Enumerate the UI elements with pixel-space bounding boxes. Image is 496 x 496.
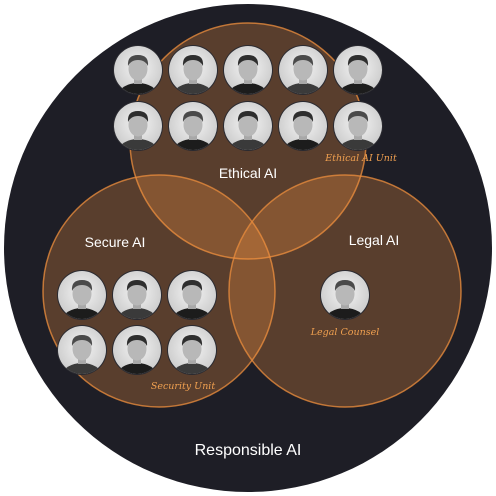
member-photo-ethical-ai-2 (168, 45, 218, 95)
legal-counsel-label: Legal Counsel (310, 327, 380, 338)
member-photo-ethical-ai-5 (333, 45, 383, 95)
member-photo-ethical-ai-4 (278, 45, 328, 95)
responsible-ai-label: Responsible AI (195, 442, 302, 459)
security-unit-label: Security Unit (151, 381, 216, 392)
member-photo-ethical-ai-10 (333, 101, 383, 151)
legal-ai-label: Legal AI (349, 232, 400, 248)
member-photo-secure-ai-3 (167, 270, 217, 320)
member-photo-ethical-ai-8 (223, 101, 273, 151)
secure-ai-label: Secure AI (85, 234, 146, 250)
member-photo-ethical-ai-1 (113, 45, 163, 95)
member-photo-ethical-ai-9 (278, 101, 328, 151)
member-photo-secure-ai-2 (112, 270, 162, 320)
member-photo-secure-ai-4 (57, 325, 107, 375)
member-photo-ethical-ai-3 (223, 45, 273, 95)
ethical-ai-label: Ethical AI (219, 165, 277, 181)
member-photo-ethical-ai-7 (168, 101, 218, 151)
member-portraits (57, 45, 383, 375)
member-photo-secure-ai-5 (112, 325, 162, 375)
ethical-ai-unit-label: Ethical AI Unit (324, 153, 397, 164)
member-photo-secure-ai-1 (57, 270, 107, 320)
member-photo-legal-ai-1 (320, 270, 370, 320)
member-photo-ethical-ai-6 (113, 101, 163, 151)
member-photo-secure-ai-6 (167, 325, 217, 375)
